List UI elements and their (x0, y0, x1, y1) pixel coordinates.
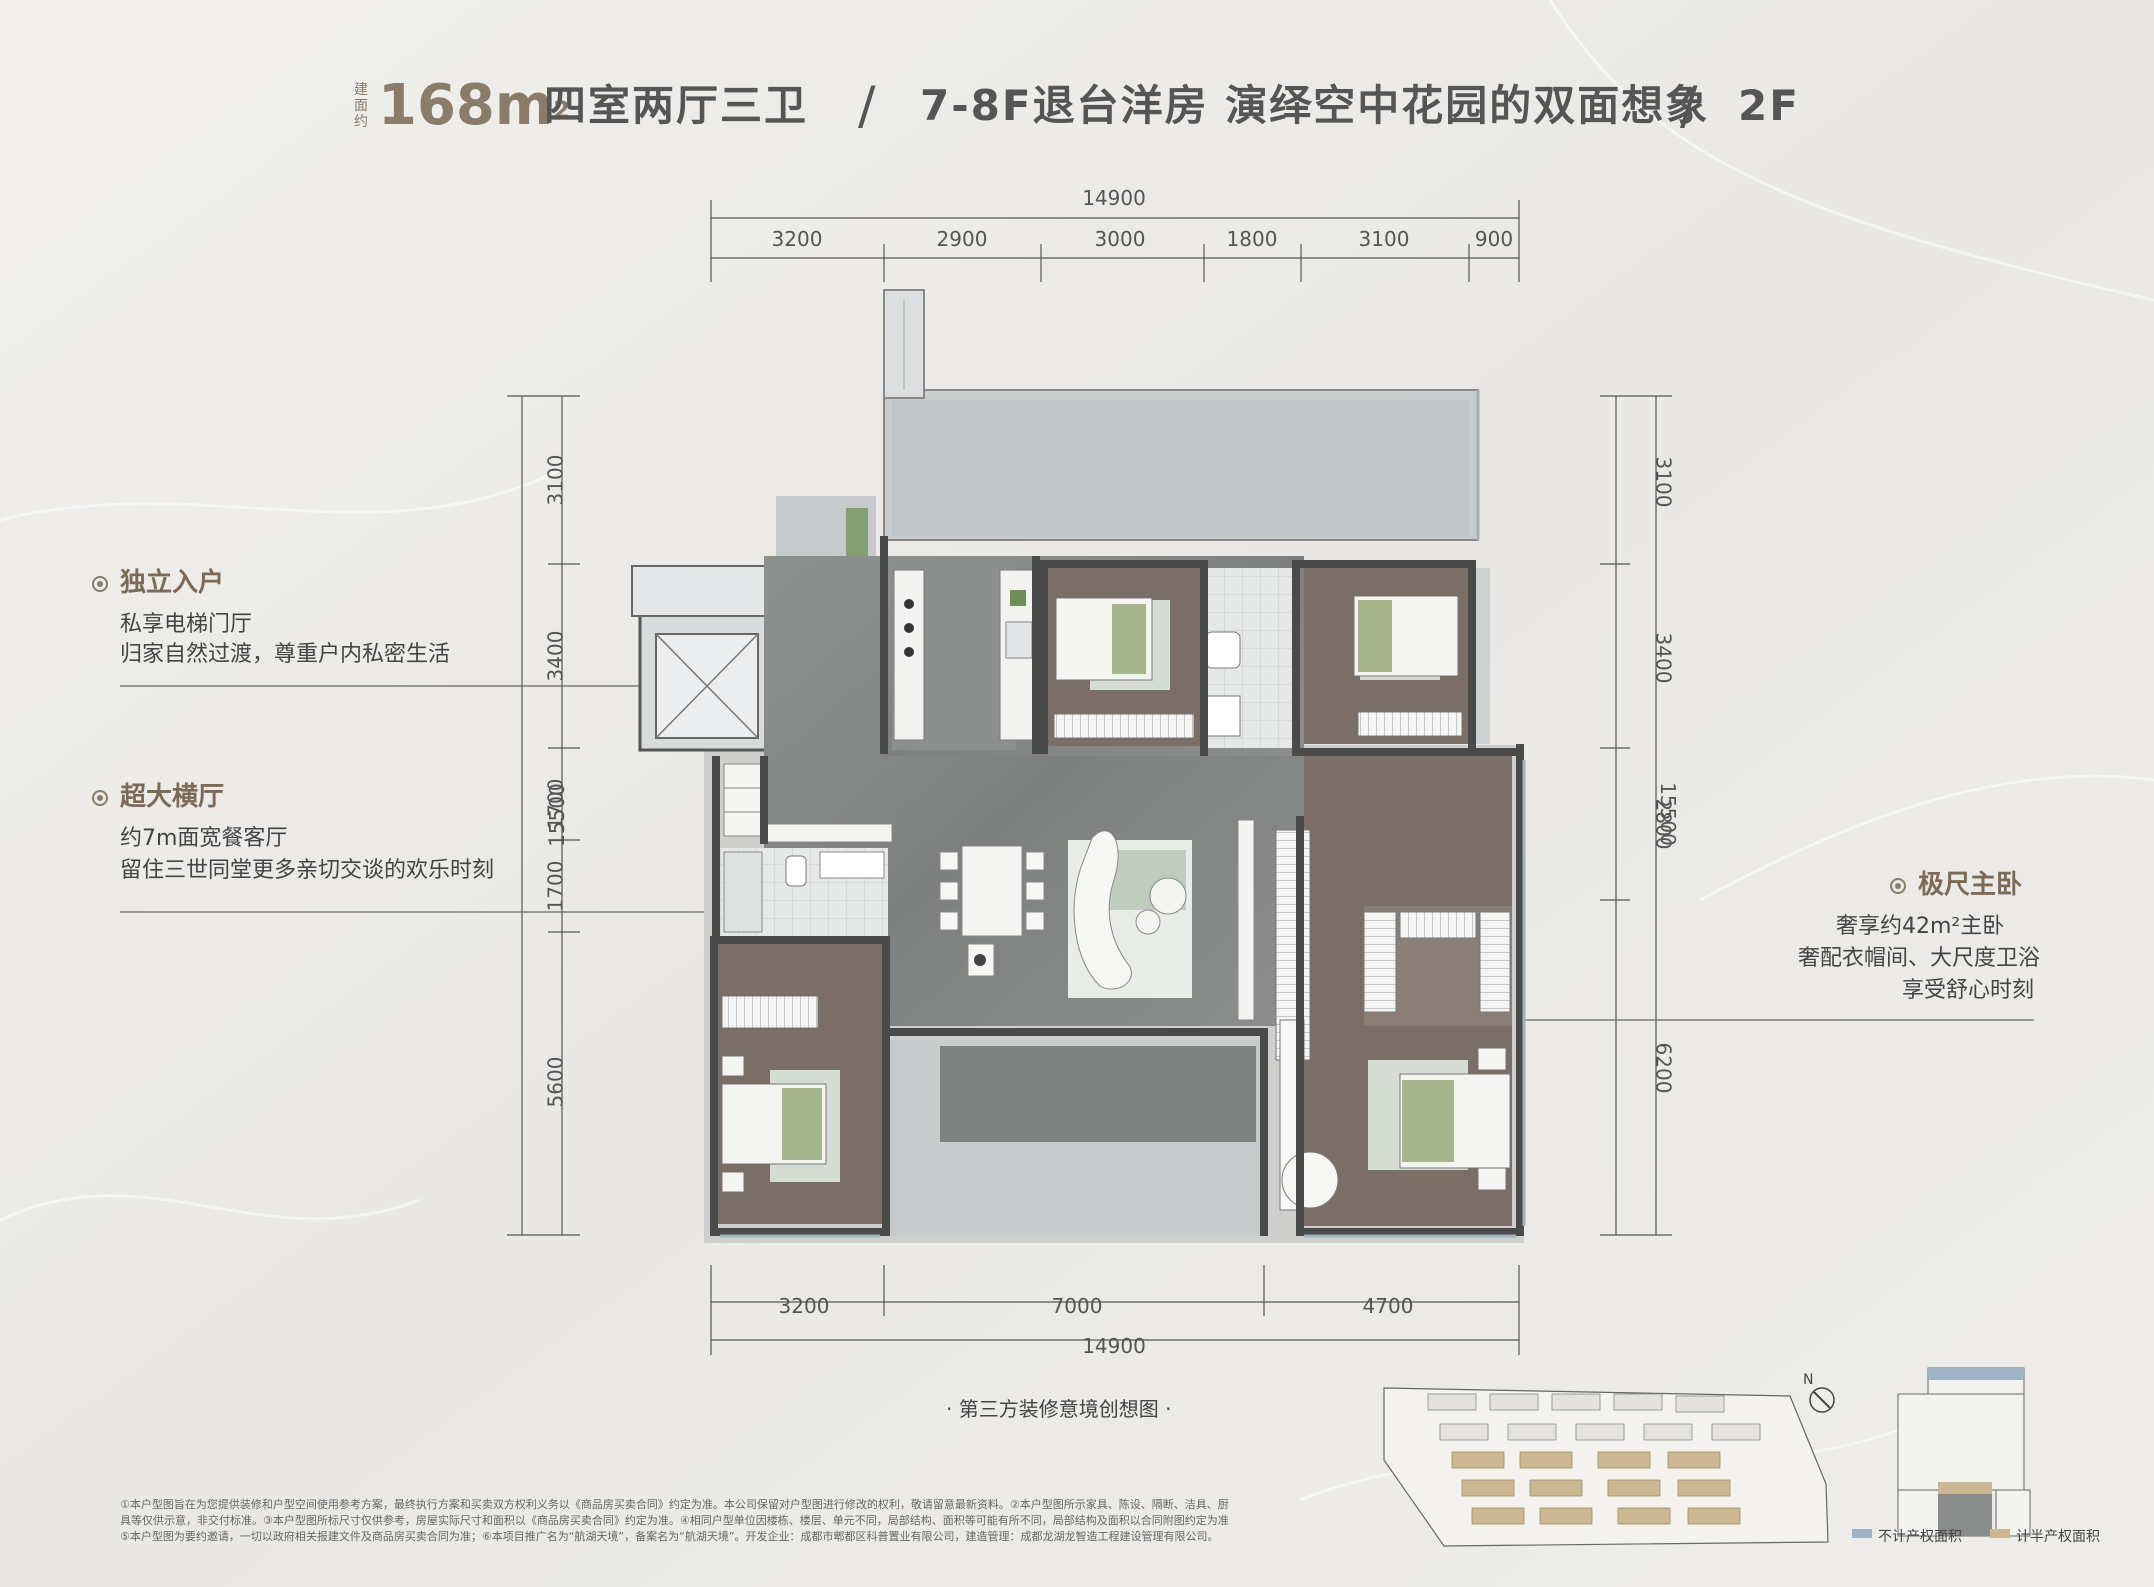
key-plan-thumbnail (1897, 1367, 2031, 1537)
legend-swatch-not-counted (1852, 1529, 1872, 1538)
dim-right-seg: 6200 (1651, 1042, 1676, 1094)
dim-left-seg: 3100 (543, 454, 568, 506)
bullet-icon (1890, 877, 1906, 894)
dim-right-total: 15500 (1655, 782, 1680, 846)
dim-left-seg: 1700 (543, 778, 568, 830)
feature-line: 归家自然过渡，尊重户内私密生活 (120, 642, 451, 667)
dim-right-seg: 3100 (1651, 456, 1676, 508)
feature-title-living: 超大横厅 (92, 776, 224, 813)
feature-title-entry: 独立入户 (92, 562, 224, 599)
feature-line: 奢享约42m²主卧 (1836, 914, 2005, 939)
walls (710, 536, 1524, 1236)
title-separator-1: / (858, 76, 876, 136)
compass-label: N (1803, 1372, 1814, 1388)
feature-line: 约7m面宽餐客厅 (120, 826, 288, 851)
dim-top-seg: 3100 (1358, 227, 1410, 251)
dim-top-total: 14900 (1082, 186, 1146, 210)
legend-not-counted: 不计产权面积 (1878, 1529, 1962, 1545)
layout-label: 四室两厅三卫 (544, 81, 809, 130)
site-plan-thumbnail (1383, 1387, 1835, 1547)
dim-top-seg: 2900 (936, 227, 988, 251)
dim-left-seg: 1700 (543, 860, 568, 912)
dim-top-seg: 3000 (1094, 227, 1146, 251)
dim-bottom-seg: 3200 (778, 1294, 830, 1318)
feature-line: 留住三世同堂更多亲切交谈的欢乐时刻 (120, 858, 495, 883)
feature-line: 享受舒心时刻 (1902, 978, 2035, 1003)
disclaimer-line: ①本户型图旨在为您提供装修和户型空间使用参考方案，最终执行方案和买卖双方权利义务… (120, 1498, 1229, 1511)
tagline: 7-8F退台洋房 演绎空中花园的双面想象 (920, 81, 1710, 130)
dim-top-seg: 3200 (771, 227, 823, 251)
dim-bottom-seg: 7000 (1051, 1294, 1103, 1318)
dim-bottom-total: 14900 (1082, 1334, 1146, 1358)
feature-line: 私享电梯门厅 (120, 612, 253, 637)
disclaimer-line: 具等仅供示意，非交付标准。③本户型图所标尺寸仅供参考，房屋实际尺寸和面积以《商品… (120, 1514, 1229, 1527)
dim-left-seg: 3400 (543, 630, 568, 682)
marble-veins (0, 0, 2154, 1502)
bullet-icon (92, 789, 108, 806)
rendering-caption: · 第三方装修意境创想图 · (946, 1397, 1172, 1421)
area-prefix: 建面约 (354, 82, 368, 130)
page-title: 建面约 168m2 四室两厅三卫 / 7-8F退台洋房 演绎空中花园的双面想象 … (352, 72, 1802, 142)
legend-swatch-half-counted (1990, 1529, 2010, 1538)
dim-top-seg: 1800 (1226, 227, 1278, 251)
title-separator-2: / (1680, 76, 1698, 136)
floor-label: 2F (1738, 81, 1800, 130)
dim-top-seg: 900 (1474, 227, 1514, 251)
feature-line: 奢配衣帽间、大尺度卫浴 (1798, 946, 2041, 971)
feature-title-master: 极尺主卧 (1890, 864, 2022, 901)
dim-right-seg: 3400 (1651, 632, 1676, 684)
dim-bottom-seg: 4700 (1362, 1294, 1414, 1318)
bullet-icon (92, 575, 108, 592)
compass-icon (1809, 1387, 1835, 1413)
floor-plan (631, 289, 1526, 1243)
legend-half-counted: 计半产权面积 (2016, 1529, 2100, 1545)
area-value: 168m2 (378, 73, 570, 138)
dim-left-seg: 5600 (543, 1056, 568, 1108)
disclaimer-line: ⑤本户型图为要约邀请，一切以政府相关报建文件及商品房买卖合同为准；⑥本项目推广名… (120, 1530, 1219, 1543)
dimension-lines (507, 200, 1672, 1355)
